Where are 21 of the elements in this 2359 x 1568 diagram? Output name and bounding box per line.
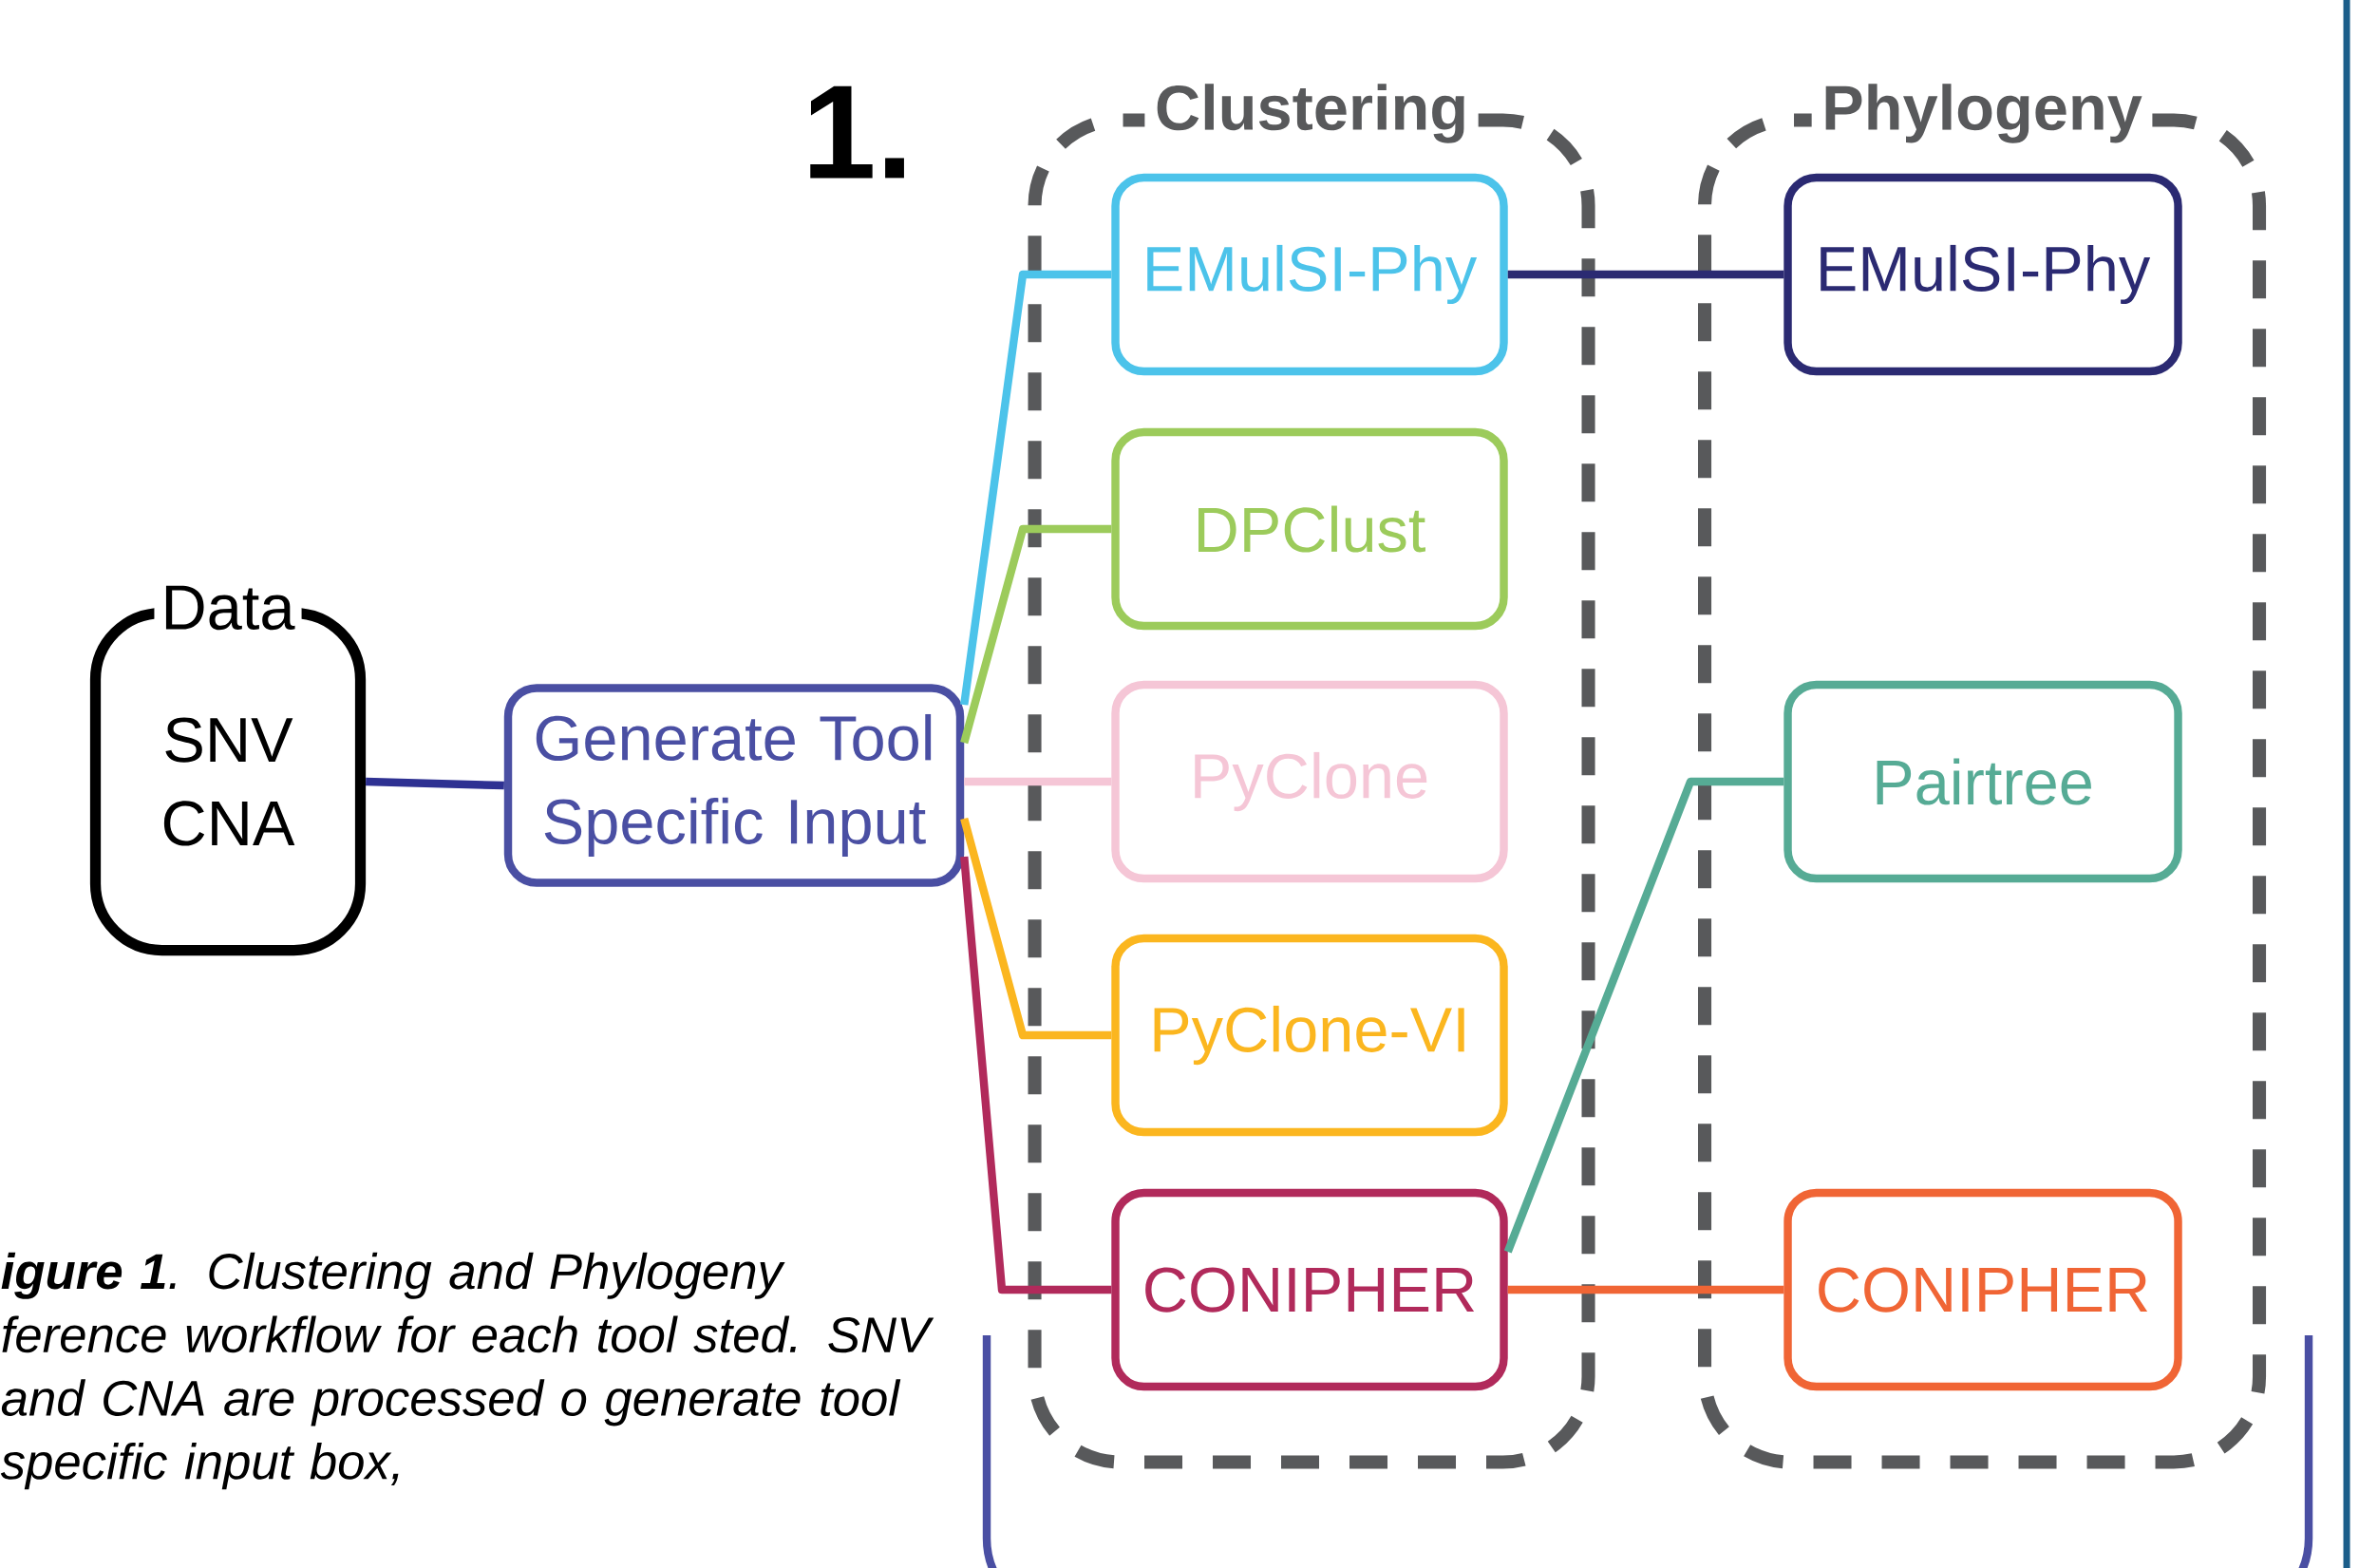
process-box: EMulSI-Phy (1783, 173, 2182, 376)
caption: igure 1. Clustering and Phylogeny ference workflow for each tool sted. SNV and CNA are processed o generate tool specific input box, (0, 1252, 934, 1490)
process-box: CONIPHER (1111, 1188, 1508, 1391)
figure-number: 1. (810, 85, 904, 179)
process-box: PyClone (1111, 680, 1508, 883)
connector-line (366, 777, 504, 790)
connector-line (960, 817, 1112, 1040)
connector-line (960, 270, 1112, 706)
process-box: CONIPHER (1783, 1188, 2182, 1391)
process-box: EMulSI-Phy (1111, 173, 1508, 376)
process-box: PyClone-VI (1111, 934, 1508, 1137)
connector-line (1503, 777, 1784, 1254)
connector-line (1507, 1285, 1784, 1294)
process-box: Pairtree (1783, 680, 2182, 883)
data-box: Data SNV CNA (89, 578, 367, 956)
connector-line (960, 856, 1112, 1294)
connector-line (964, 777, 1112, 786)
connector-line (1507, 270, 1784, 279)
connector-line (960, 524, 1112, 745)
process-box: Generate Tool Specific Input (503, 684, 965, 887)
process-box: DPClust (1111, 427, 1508, 631)
